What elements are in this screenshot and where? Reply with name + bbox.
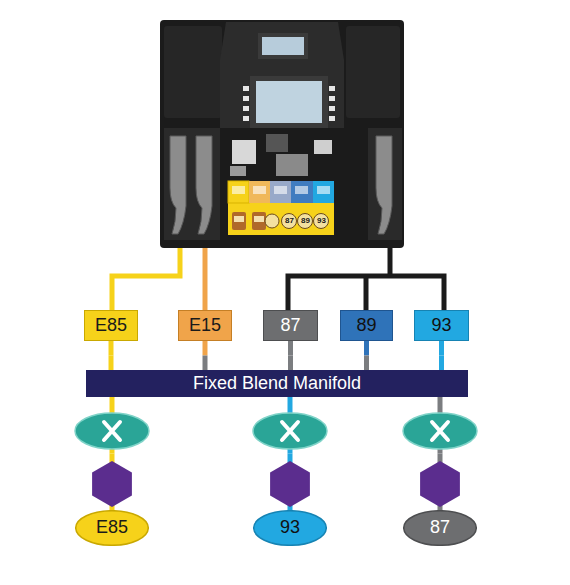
top-screen-frame [258, 33, 308, 59]
node-label: 93 [280, 518, 300, 538]
tank-ellipse: 87 [403, 510, 477, 546]
nozzle-bay [368, 128, 402, 240]
pipe-connector [441, 341, 442, 370]
keypad [276, 154, 308, 176]
node-label: E85 [96, 518, 128, 538]
card-reader [232, 140, 256, 164]
e15-supply-line [203, 246, 208, 310]
fuel-box: 93 [414, 310, 469, 341]
fuel-box: E85 [84, 310, 138, 341]
node-label: 89 [356, 316, 376, 336]
valve-symbol [403, 413, 477, 449]
gas-supply-bus [288, 276, 444, 310]
scanner [314, 140, 332, 154]
tank-ellipse: E85 [75, 510, 149, 546]
e85-supply-line [112, 246, 180, 310]
top-screen [262, 37, 304, 55]
pipe-connector [366, 341, 367, 370]
pipe-connector [111, 341, 112, 370]
tank-ellipse: 93 [253, 510, 327, 546]
receipt-slot [266, 134, 288, 152]
side-panel [164, 26, 222, 118]
grade-button-label: 87 [285, 217, 294, 225]
dispenser-body [160, 20, 404, 248]
fuel-box: 89 [340, 310, 393, 341]
fuel-box: E15 [178, 310, 232, 341]
main-screen-frame [250, 76, 328, 128]
screen-buttons [243, 86, 335, 121]
grade-panel [228, 181, 334, 235]
center-panel [220, 22, 344, 128]
node-label: 87 [430, 518, 450, 538]
main-screen [256, 81, 322, 123]
grade-button-label: 93 [317, 217, 326, 225]
node-label: E15 [189, 316, 221, 336]
pipe-connector [290, 341, 291, 370]
pipe-connector [205, 341, 206, 370]
grade-button-label: 89 [301, 217, 310, 225]
hexagon-fitting [92, 461, 132, 507]
nozzle-bay [164, 128, 220, 240]
node-label: 87 [280, 316, 300, 336]
manifold-band: Fixed Blend Manifold [86, 370, 468, 397]
node-label: Fixed Blend Manifold [193, 374, 361, 394]
grade-icons [232, 212, 329, 230]
hexagon-fitting [420, 461, 460, 507]
side-panel [346, 26, 400, 118]
node-label: 93 [431, 316, 451, 336]
gas-supply-line [388, 246, 393, 276]
hexagon-fitting [270, 461, 310, 507]
fuel-box: 87 [263, 310, 318, 341]
nozzles [170, 136, 392, 234]
valve-symbol [75, 413, 149, 449]
node-label: E85 [95, 316, 127, 336]
valve-symbol [253, 413, 327, 449]
speaker [230, 166, 246, 176]
gas-supply-branch [364, 276, 369, 310]
